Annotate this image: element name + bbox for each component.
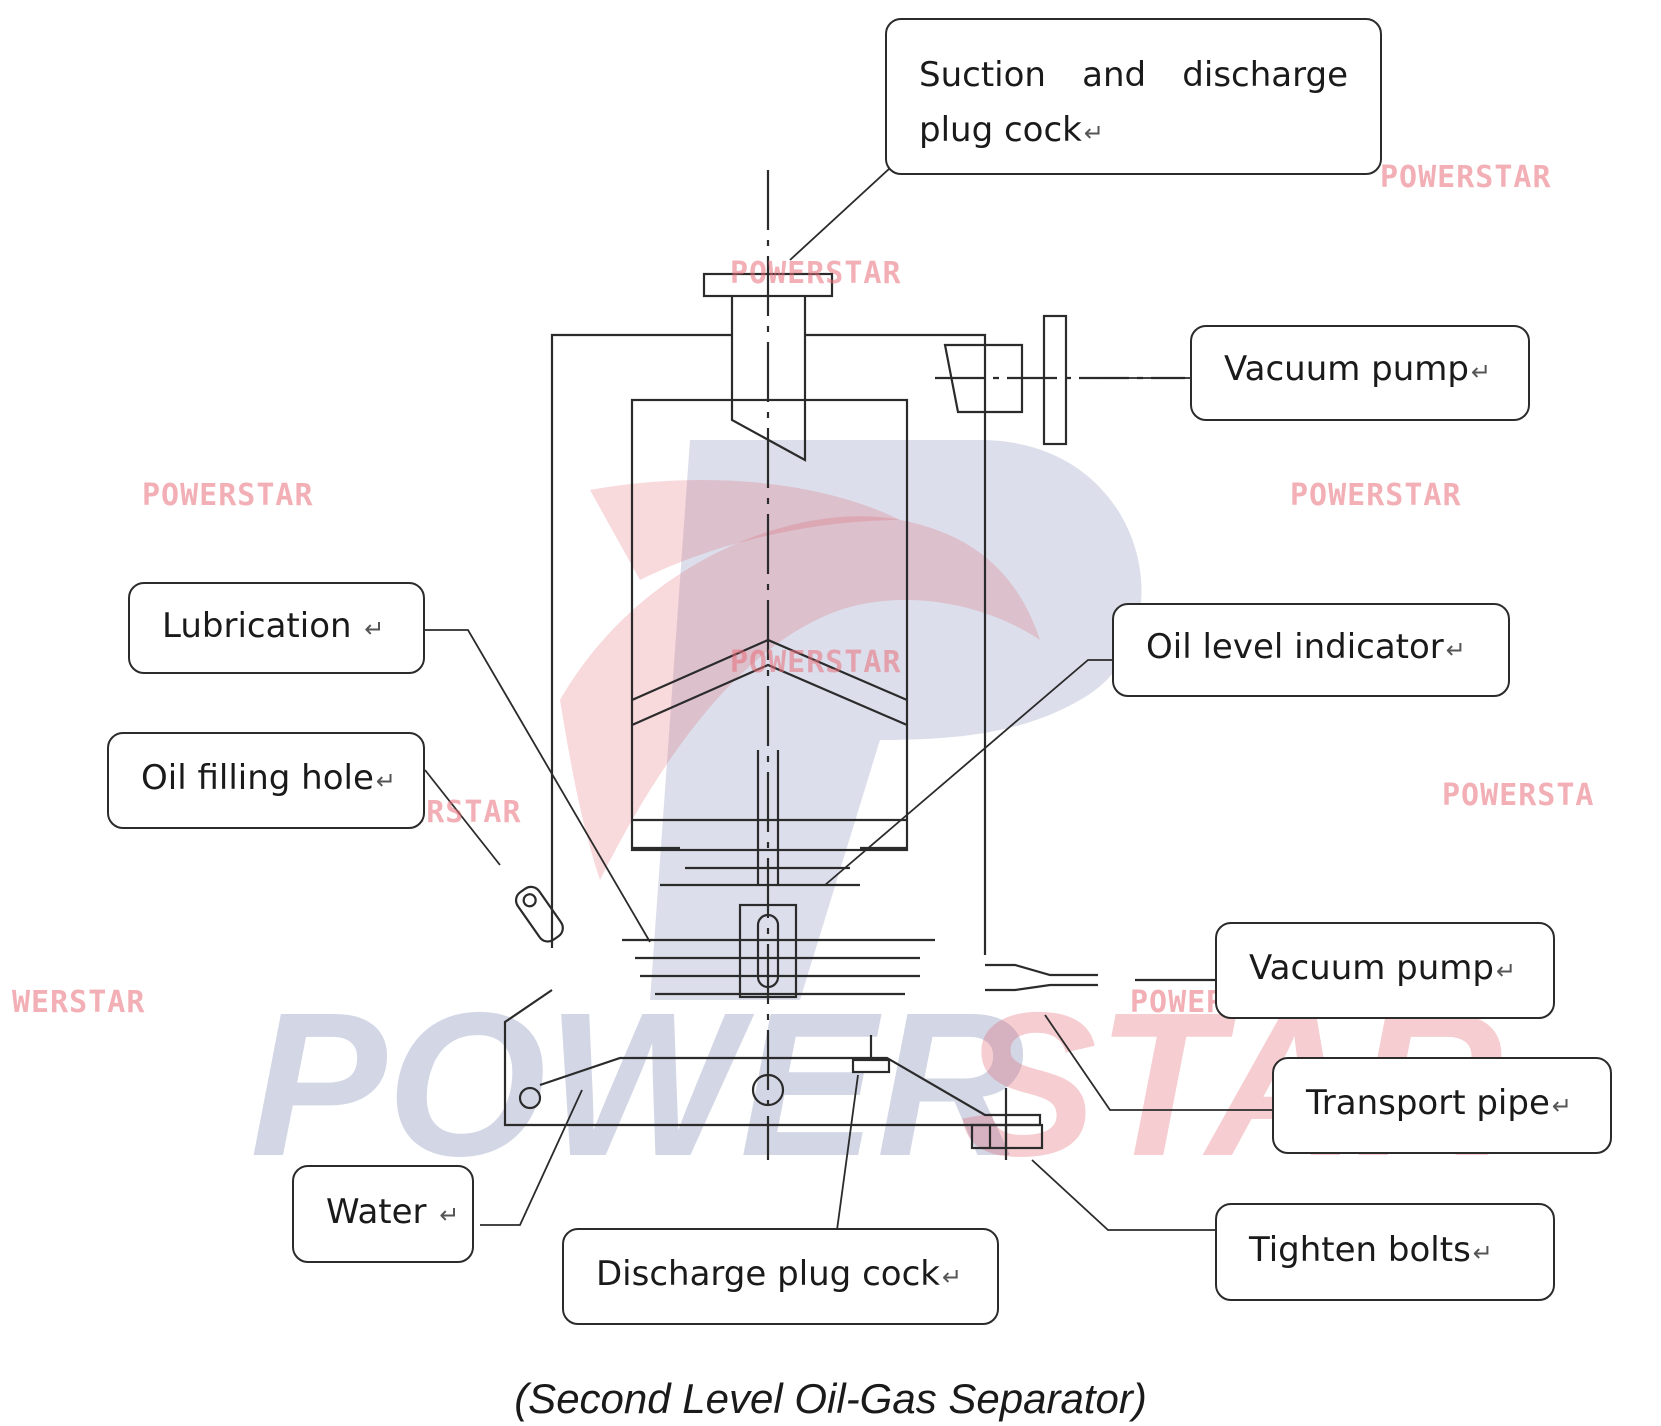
return-mark: ↵: [941, 1263, 963, 1291]
callout-label: Tighten bolts: [1249, 1230, 1471, 1270]
callout-label: Lubrication: [162, 606, 352, 646]
vacuum-flange-top: [1042, 314, 1068, 446]
diagram-caption: (Second Level Oil-Gas Separator): [514, 1375, 1147, 1422]
callout-label: Suction and discharge plug cock: [919, 55, 1348, 150]
callout-water: Water ↵: [292, 1165, 474, 1263]
callout-label: Water: [326, 1192, 427, 1232]
vacuum-outlet-top: [943, 343, 1024, 414]
callout-lubrication: Lubrication ↵: [128, 582, 425, 674]
watermark-text: POWERSTAR: [730, 256, 902, 291]
outer-shell-left: [550, 333, 732, 948]
return-mark: ↵: [1445, 636, 1466, 664]
leader-discharge: [836, 1074, 859, 1231]
return-mark: ↵: [1471, 358, 1492, 386]
watermark-big-power: POWER: [250, 970, 1024, 1199]
return-mark: ↵: [1551, 1092, 1572, 1120]
watermark-text: POWERSTAR: [730, 645, 902, 680]
leader-oil-level: [824, 659, 1112, 886]
sight-glass-frame: [738, 903, 798, 999]
callout-label: Vacuum pump: [1249, 948, 1495, 988]
callout-tighten-bolts: Tighten bolts↵: [1215, 1203, 1555, 1301]
callout-vacuum-pump-top: Vacuum pump↵: [1190, 325, 1530, 421]
leader-tighten-bolts: [1031, 1159, 1218, 1231]
callout-oil-level-indicator: Oil level indicator↵: [1112, 603, 1510, 697]
callout-label: Transport pipe: [1306, 1083, 1550, 1123]
top-flange: [702, 272, 834, 298]
sight-glass-tube: [756, 913, 780, 989]
callout-label: Discharge plug cock: [596, 1254, 940, 1294]
return-mark: ↵: [1496, 957, 1517, 985]
leader-water: [480, 1089, 583, 1226]
suction-pipe: [730, 296, 807, 462]
leader-lubrication: [425, 629, 651, 943]
callout-label: Oil filling hole: [141, 758, 374, 798]
watermark-text: WERSTAR: [12, 985, 146, 1020]
inner-cylinder: [630, 398, 909, 852]
watermark-text: POWERSTAR: [1290, 478, 1462, 513]
return-mark: ↵: [1472, 1239, 1493, 1267]
watermark-text: POWERSTA: [1442, 778, 1595, 813]
callout-label: Oil level indicator: [1146, 627, 1444, 667]
callout-vacuum-pump-bottom: Vacuum pump↵: [1215, 922, 1555, 1019]
return-mark: ↵: [439, 1201, 460, 1229]
inner-cone-upper: [631, 638, 908, 702]
oil-filling-hole-drawing: [514, 885, 564, 943]
return-mark: ↵: [1083, 119, 1104, 147]
watermark-text: POWERSTAR: [1380, 160, 1552, 195]
callout-suction-discharge-plug-cock: Suction and discharge plug cock↵: [885, 18, 1382, 175]
leader-suction: [789, 167, 891, 261]
callout-label: Vacuum pump: [1224, 349, 1470, 389]
watermark-text: POWERSTAR: [142, 478, 314, 513]
inner-cone-lower: [631, 663, 908, 727]
bottom-frame: [503, 989, 1040, 1127]
callout-discharge-plug-cock: Discharge plug cock↵: [562, 1228, 999, 1325]
return-mark: ↵: [375, 767, 396, 795]
outer-shell-top-right: [805, 333, 987, 420]
return-mark: ↵: [364, 615, 385, 643]
callout-oil-filling-hole: Oil filling hole↵: [107, 732, 425, 829]
callout-transport-pipe: Transport pipe↵: [1272, 1057, 1612, 1154]
leader-transport-pipe: [1044, 1014, 1275, 1111]
leader-oil-filling: [424, 769, 501, 866]
